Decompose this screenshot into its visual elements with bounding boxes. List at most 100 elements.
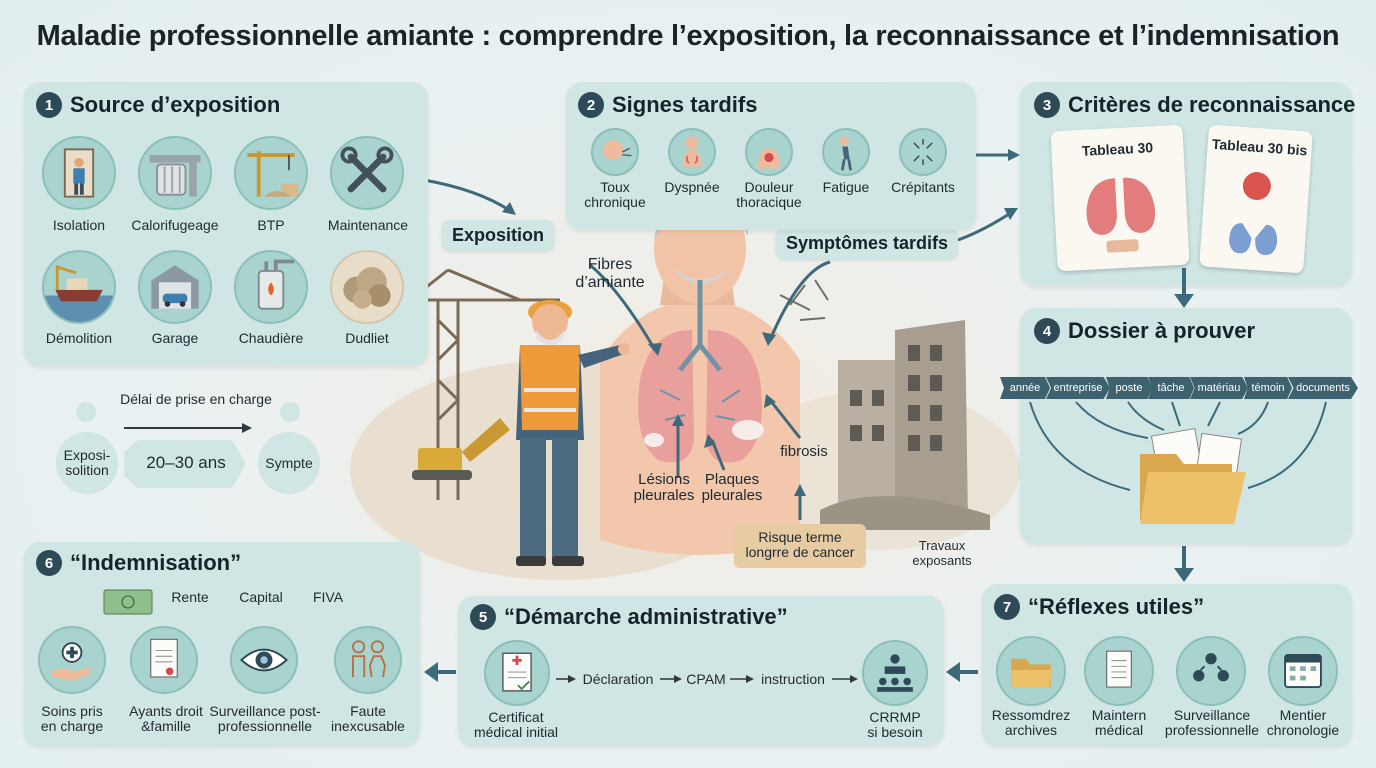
demarche-start-label: Certificat médical initial <box>473 709 559 740</box>
reflexe-label-surveillance: Surveillance professionnelle <box>1164 707 1260 738</box>
cancer-risk-box: Risque terme longrre de cancer <box>734 524 866 568</box>
page-title: Maladie professionnelle amiante : compre… <box>36 20 1340 52</box>
patient-torso-illustration <box>600 191 800 555</box>
dust-cloud-icon <box>330 250 404 324</box>
medical-file-icon <box>1084 636 1154 706</box>
signe-label-toux: Toux chronique <box>584 179 646 210</box>
source-label-chaudiere: Chaudière <box>238 330 304 346</box>
family-icon <box>334 626 402 694</box>
reflexe-label-medical: Maintern médical <box>1091 707 1147 738</box>
panel6-header: 6 “Indemnisation” <box>36 550 241 576</box>
tableau30bis-label: Tableau 30 bis <box>1211 135 1308 159</box>
source-label-garage: Garage <box>151 330 199 346</box>
document-icon <box>130 626 198 694</box>
dossier-step: témoin <box>1244 377 1292 399</box>
dossier-step: documents <box>1288 377 1358 399</box>
signe-label-douleur: Douleur thoracique <box>736 179 802 210</box>
dossier-step: poste <box>1106 377 1152 399</box>
indemn-label-ayants: Ayants droit &famille <box>129 703 203 734</box>
panel4-header: 4 Dossier à prouver <box>1034 318 1255 344</box>
panel7-header: 7 “Réflexes utiles” <box>994 594 1204 620</box>
reflexe-label-archives: Ressomdrez archives <box>991 707 1071 738</box>
panel2-title: Signes tardifs <box>612 92 758 117</box>
crackles-icon <box>899 128 947 176</box>
dossier-step: entreprise <box>1046 377 1110 399</box>
panel3-title: Critères de reconnaissance <box>1068 92 1356 117</box>
signe-label-crepitants: Crépitants <box>891 179 955 195</box>
source-label-isolation: Isolation <box>52 217 106 233</box>
tableau30-card: Tableau 30 <box>1050 124 1190 272</box>
demarche-step-cpam: CPAM <box>686 671 726 687</box>
dyspnea-icon <box>668 128 716 176</box>
folder-icon <box>996 636 1066 706</box>
travaux-label: Travaux exposants <box>912 538 972 568</box>
fibres-label: Fibres d’amiante <box>575 256 645 291</box>
panel1-title: Source d’exposition <box>70 92 281 117</box>
indemn-label-soins: Soins pris en charge <box>40 703 104 734</box>
panel3-number: 3 <box>1034 92 1060 118</box>
dossier-step: matériau <box>1190 377 1248 399</box>
panel4-number: 4 <box>1034 318 1060 344</box>
indemn-label-faute: Faute inexcusable <box>331 703 405 734</box>
panel5-number: 5 <box>470 604 496 630</box>
tableau30bis-card: Tableau 30 bis <box>1199 124 1313 274</box>
people-icon <box>1176 636 1246 706</box>
panel1-number: 1 <box>36 92 62 118</box>
reflexe-label-chronologie: Mentier chronologie <box>1266 707 1340 738</box>
cancer-lung-icon <box>1229 172 1278 256</box>
wrench-icon <box>330 136 404 210</box>
demarche-end-label: CRRMP si besoin <box>867 709 923 740</box>
pipe-insulation-icon <box>138 136 212 210</box>
panel5-header: 5 “Démarche administrative” <box>470 604 788 630</box>
signe-label-fatigue: Fatigue <box>822 179 870 195</box>
demarche-step-declaration: Déclaration <box>582 671 654 687</box>
fibrosis-label: fibrosis <box>780 443 828 460</box>
signe-label-dyspnee: Dyspnée <box>664 179 720 195</box>
ruined-building-illustration <box>820 320 990 530</box>
lungs-icon <box>1086 177 1155 253</box>
committee-icon <box>862 640 928 706</box>
calendar-icon <box>1268 636 1338 706</box>
tableau30-label: Tableau 30 <box>1081 139 1154 159</box>
dossier-step: année <box>1000 377 1050 399</box>
worker-door-icon <box>42 136 116 210</box>
source-label-demolition: Démolition <box>45 330 113 346</box>
panel3-header: 3 Critères de reconnaissance <box>1034 92 1355 118</box>
hand-care-icon <box>38 626 106 694</box>
delay-title: Délai de prise en charge <box>120 391 272 407</box>
plaques-label: Plaques pleurales <box>701 471 763 504</box>
medical-certificate-icon <box>484 640 550 706</box>
source-label-calorifugeage: Calorifugeage <box>131 217 219 233</box>
source-label-maintenance: Maintenance <box>327 217 409 233</box>
crane-icon <box>234 136 308 210</box>
source-label-dudliet: Dudliet <box>345 330 389 346</box>
panel7-number: 7 <box>994 594 1020 620</box>
panel5-title: “Démarche administrative” <box>504 604 788 629</box>
worker-illustration <box>516 300 630 566</box>
panel4-title: Dossier à prouver <box>1068 318 1256 343</box>
delay-end: Sympte <box>258 432 320 494</box>
cough-icon <box>591 128 639 176</box>
excavator-illustration <box>412 418 510 480</box>
panel2-number: 2 <box>578 92 604 118</box>
eye-icon <box>230 626 298 694</box>
exposition-callout: Exposition <box>442 220 555 251</box>
demarche-step-instruction: instruction <box>761 671 825 687</box>
ship-icon <box>42 250 116 324</box>
panel1-header: 1 Source d’exposition <box>36 92 280 118</box>
panel6-number: 6 <box>36 550 62 576</box>
indemn-label-capital: Capital <box>239 589 283 605</box>
boiler-icon <box>234 250 308 324</box>
panel6-title: “Indemnisation” <box>70 550 242 575</box>
lesions-label: Lésions pleurales <box>633 471 695 504</box>
chest-pain-icon <box>745 128 793 176</box>
fatigue-icon <box>822 128 870 176</box>
delay-start: Exposi- solition <box>56 432 118 494</box>
indemn-label-fiva: FIVA <box>312 589 344 605</box>
symptomes-callout: Symptômes tardifs <box>776 228 959 259</box>
panel2-header: 2 Signes tardifs <box>578 92 757 118</box>
garage-icon <box>138 250 212 324</box>
panel7-title: “Réflexes utiles” <box>1028 594 1205 619</box>
source-label-btp: BTP <box>257 217 285 233</box>
